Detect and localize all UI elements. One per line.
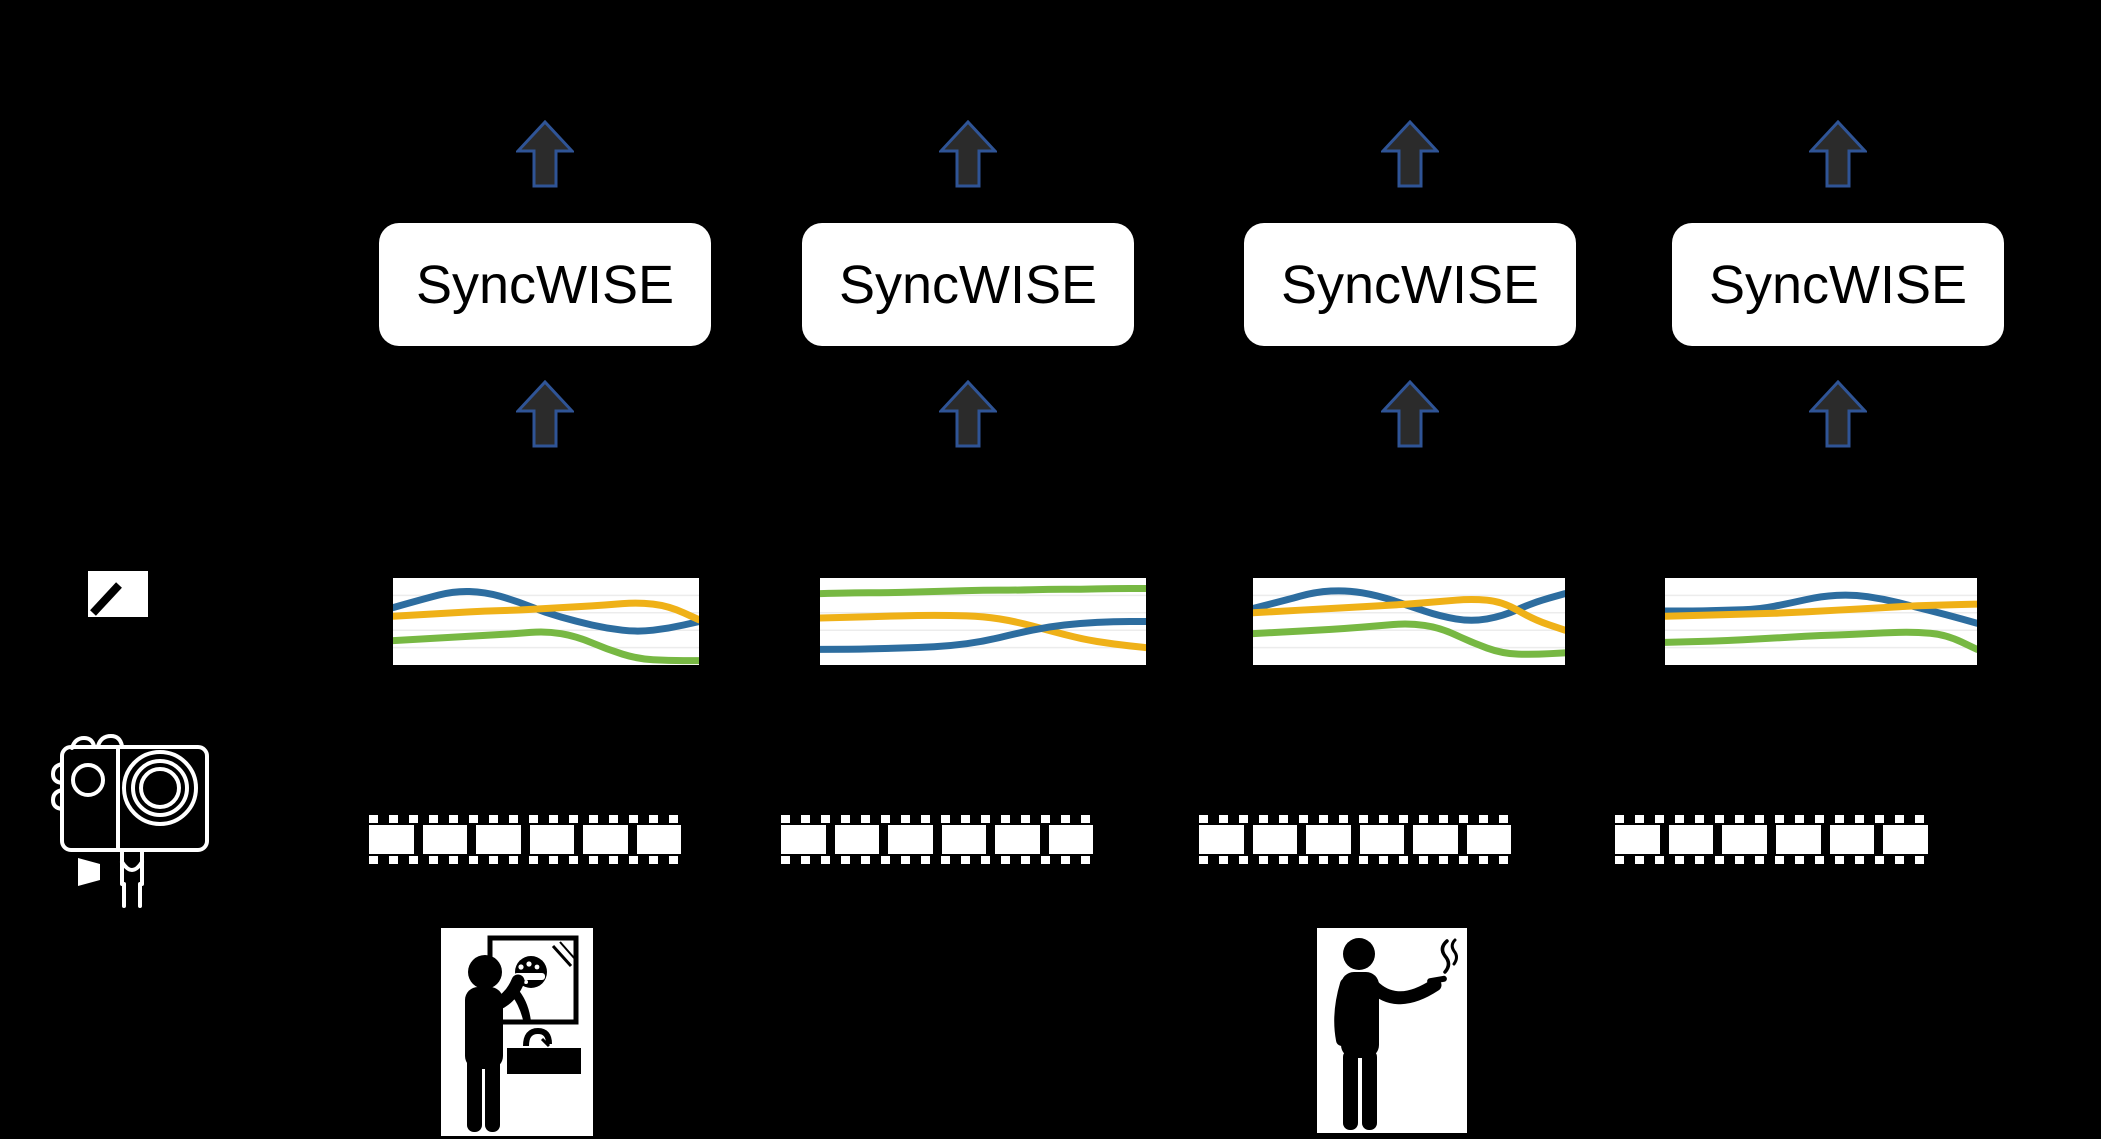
film-frames — [1615, 825, 1929, 854]
up-arrow-icon — [516, 120, 574, 188]
syncwise-box: SyncWISE — [802, 223, 1134, 346]
film-frames — [781, 825, 1093, 854]
action-camera-icon — [50, 726, 228, 916]
film-frame — [529, 825, 574, 854]
up-arrow-icon — [1381, 120, 1439, 188]
syncwise-label: SyncWISE — [415, 254, 675, 315]
film-frame — [636, 825, 681, 854]
syncwise-box: SyncWISE — [379, 223, 711, 346]
accelerometer-signal-icon — [88, 571, 148, 617]
film-frame — [888, 825, 933, 854]
film-perforations — [781, 856, 1093, 864]
film-frame — [369, 825, 414, 854]
film-frame — [1776, 825, 1821, 854]
syncwise-label: SyncWISE — [838, 254, 1098, 315]
syncwise-label: SyncWISE — [1280, 254, 1540, 315]
film-frame — [1883, 825, 1929, 854]
film-frame — [583, 825, 628, 854]
film-perforations — [1199, 815, 1511, 823]
film-perforations — [1615, 815, 1928, 823]
film-frame — [1048, 825, 1093, 854]
sensor-signal-chart — [1665, 578, 1977, 665]
sensor-signal-chart — [393, 578, 699, 665]
up-arrow-icon — [1809, 120, 1867, 188]
film-frames — [369, 825, 681, 854]
sensor-signal-chart — [1253, 578, 1565, 665]
film-frame — [1413, 825, 1458, 854]
sensor-signal-chart — [820, 578, 1146, 665]
film-frame — [1306, 825, 1351, 854]
up-arrow-icon — [939, 380, 997, 448]
film-frame — [941, 825, 986, 854]
film-strip — [1613, 811, 1930, 868]
up-arrow-icon — [1809, 380, 1867, 448]
up-arrow-icon — [516, 380, 574, 448]
smoking-pictogram — [1317, 928, 1467, 1133]
film-perforations — [369, 856, 681, 864]
film-perforations — [369, 815, 681, 823]
film-frame — [1359, 825, 1404, 854]
film-frame — [995, 825, 1040, 854]
film-strip — [367, 811, 683, 868]
film-perforations — [781, 815, 1093, 823]
film-frame — [781, 825, 826, 854]
film-frame — [1615, 825, 1660, 854]
film-frame — [1829, 825, 1875, 854]
up-arrow-icon — [1381, 380, 1439, 448]
film-frame — [1722, 825, 1768, 854]
film-frame — [1252, 825, 1297, 854]
film-frame — [1466, 825, 1511, 854]
film-perforations — [1615, 856, 1928, 864]
film-frame — [476, 825, 521, 854]
syncwise-box: SyncWISE — [1244, 223, 1576, 346]
film-frame — [1668, 825, 1714, 854]
film-frame — [834, 825, 879, 854]
up-arrow-icon — [939, 120, 997, 188]
syncwise-box: SyncWISE — [1672, 223, 2004, 346]
toothbrushing-pictogram — [441, 928, 593, 1136]
film-strip — [779, 811, 1095, 868]
film-frame — [422, 825, 467, 854]
syncwise-label: SyncWISE — [1708, 254, 1968, 315]
film-frames — [1199, 825, 1511, 854]
film-frame — [1199, 825, 1244, 854]
film-strip — [1197, 811, 1513, 868]
film-perforations — [1199, 856, 1511, 864]
